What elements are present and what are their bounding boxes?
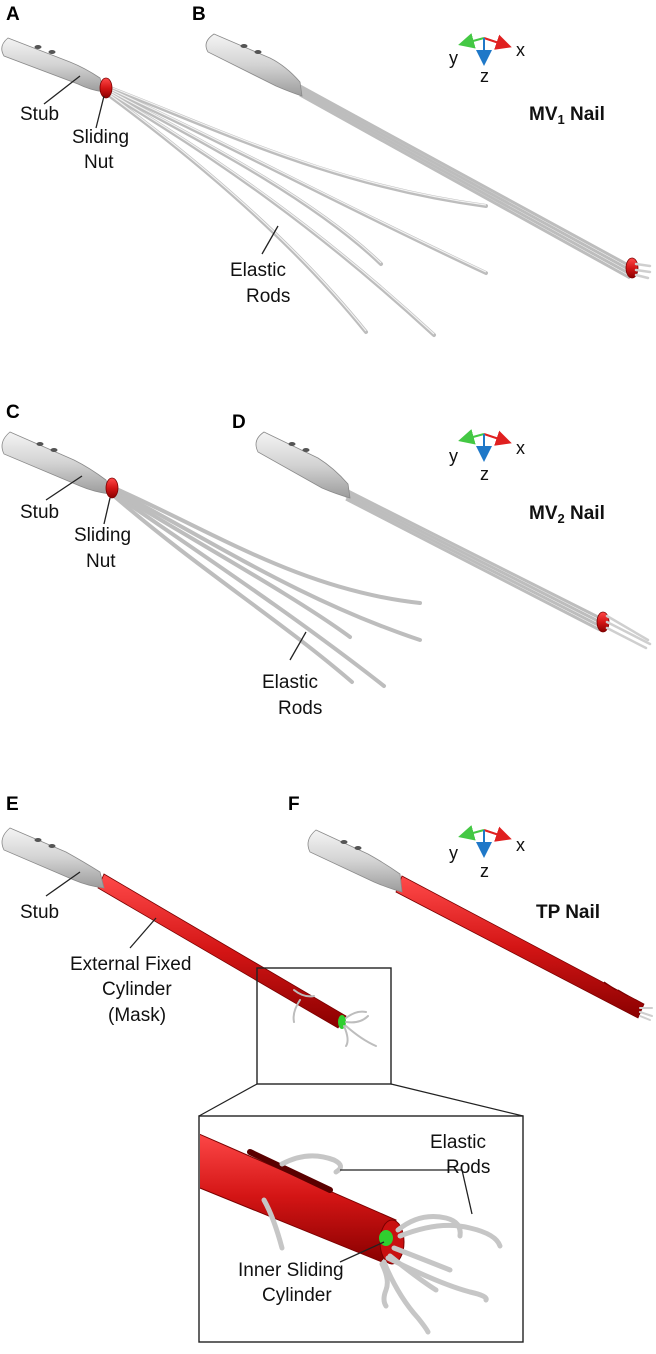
zoom-region-box bbox=[256, 967, 392, 1085]
panel-d: D x y z MV2 Nail bbox=[232, 412, 652, 650]
elastic-rods-d bbox=[345, 488, 601, 632]
zoom-inset: Elastic Rods Inner Sliding Cylinder bbox=[198, 1115, 524, 1343]
elastic-rods-e bbox=[292, 989, 377, 1047]
elastic-rods-b bbox=[299, 84, 631, 280]
stub-b bbox=[205, 33, 303, 97]
panel-a: A Stub Sliding Nut Elas bbox=[1, 4, 488, 337]
axis-x-label-b: x bbox=[516, 40, 525, 60]
panel-f: F x y z TP Nail bbox=[288, 794, 653, 1021]
label-elastic-inset-2: Rods bbox=[446, 1157, 490, 1178]
nail-name-mv2: MV2 Nail bbox=[529, 503, 605, 526]
label-elastic-a-1: Elastic bbox=[230, 260, 286, 281]
panel-letter-a: A bbox=[6, 4, 20, 25]
sliding-nut-a bbox=[99, 77, 113, 99]
label-stub-a: Stub bbox=[20, 104, 59, 125]
sliding-nut-b bbox=[625, 257, 639, 279]
panel-letter-f: F bbox=[288, 794, 300, 815]
elastic-rods-c bbox=[112, 486, 422, 688]
axis-y-label-f: y bbox=[449, 843, 458, 863]
panel-b: B x y z MV1 Nail bbox=[192, 4, 652, 280]
external-cylinder-f bbox=[395, 875, 645, 1019]
label-sliding-c-2: Nut bbox=[86, 551, 116, 572]
label-elastic-c-2: Rods bbox=[278, 698, 322, 719]
stub-c bbox=[1, 431, 111, 495]
nail-name-mv1: MV1 Nail bbox=[529, 104, 605, 127]
label-stub-e: Stub bbox=[20, 902, 59, 923]
stub-a bbox=[1, 37, 105, 93]
label-external-e-2: Cylinder bbox=[102, 979, 172, 1000]
axis-triad-b: x y z bbox=[449, 33, 525, 86]
axis-triad-f: x y z bbox=[449, 825, 525, 881]
axis-z-label-f: z bbox=[480, 861, 489, 881]
axis-y-label-d: y bbox=[449, 446, 458, 466]
panel-letter-e: E bbox=[6, 794, 19, 815]
panel-letter-c: C bbox=[6, 402, 20, 423]
elastic-rods-a bbox=[108, 86, 488, 337]
nail-name-tp: TP Nail bbox=[536, 902, 600, 923]
stub-d bbox=[255, 431, 351, 499]
panel-letter-b: B bbox=[192, 4, 206, 25]
label-sliding-c-1: Sliding bbox=[74, 525, 131, 546]
axis-x-label-f: x bbox=[516, 835, 525, 855]
panel-letter-d: D bbox=[232, 412, 246, 433]
sliding-nut-c bbox=[105, 477, 119, 499]
label-sliding-a-2: Nut bbox=[84, 152, 114, 173]
axis-x-label-d: x bbox=[516, 438, 525, 458]
label-external-e-3: (Mask) bbox=[108, 1005, 166, 1026]
axis-triad-d: x y z bbox=[449, 429, 525, 484]
axis-z-label-d: z bbox=[480, 464, 489, 484]
label-inner-2: Cylinder bbox=[262, 1285, 332, 1306]
label-elastic-inset-1: Elastic bbox=[430, 1132, 486, 1153]
label-inner-1: Inner Sliding bbox=[238, 1260, 344, 1281]
stub-e bbox=[1, 827, 105, 889]
panel-e: E Stub External Fixed Cylinder (Mask) bbox=[1, 794, 524, 1117]
axis-y-label-b: y bbox=[449, 48, 458, 68]
label-elastic-c-1: Elastic bbox=[262, 672, 318, 693]
label-external-e-1: External Fixed bbox=[70, 954, 191, 975]
axis-z-label-b: z bbox=[480, 66, 489, 86]
label-sliding-a-1: Sliding bbox=[72, 127, 129, 148]
label-stub-c: Stub bbox=[20, 502, 59, 523]
stub-f bbox=[307, 829, 403, 893]
label-elastic-a-2: Rods bbox=[246, 286, 290, 307]
panel-c: C Stub Sliding Nut Elastic Rods bbox=[1, 402, 422, 719]
